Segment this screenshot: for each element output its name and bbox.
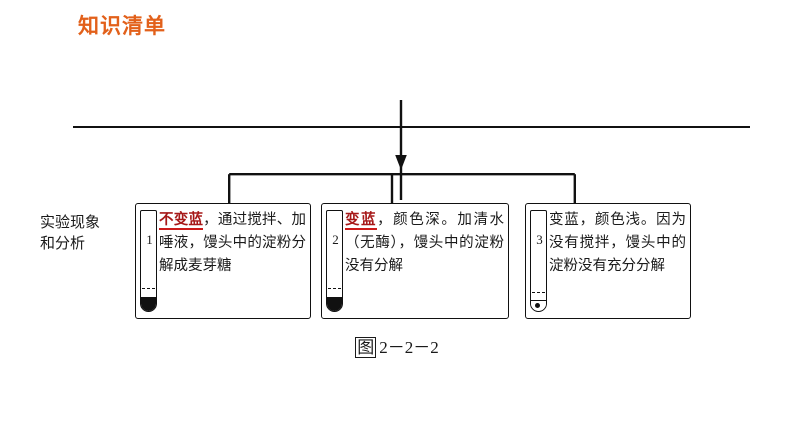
result-box-2-highlight: 变蓝 bbox=[345, 212, 378, 230]
result-box-3-rest: 变蓝，颜色浅。因为没有搅拌，馒头中的淀粉没有充分分解 bbox=[549, 212, 686, 274]
result-box-2-rest: ，颜色深。加清水（无酶），馒头中的淀粉没有分解 bbox=[345, 212, 505, 274]
result-box-1-text: 不变蓝，通过搅拌、加唾液，馒头中的淀粉分解成麦芽糖 bbox=[159, 209, 306, 278]
row-label-line-2: 和分析 bbox=[40, 236, 86, 252]
section-divider-rule bbox=[73, 126, 750, 128]
down-arrow-icon bbox=[392, 100, 410, 200]
branch-bracket-icon bbox=[228, 173, 576, 205]
tube-number-2: 2 bbox=[332, 232, 339, 247]
page-title: 知识清单 bbox=[78, 14, 166, 38]
test-tube-icon-3: 3 bbox=[530, 210, 547, 312]
result-box-2[interactable]: 2 变蓝，颜色深。加清水（无酶），馒头中的淀粉没有分解 bbox=[321, 203, 509, 319]
result-box-1-highlight: 不变蓝 bbox=[159, 212, 204, 230]
test-tube-icon-1: 1 bbox=[140, 210, 157, 312]
figure-caption-label: 图 bbox=[355, 337, 377, 358]
result-box-3-text: 变蓝，颜色浅。因为没有搅拌，馒头中的淀粉没有充分分解 bbox=[549, 209, 686, 278]
row-label: 实验现象 和分析 bbox=[40, 213, 135, 255]
tube-number-1: 1 bbox=[146, 232, 153, 247]
result-box-1-rest: ，通过搅拌、加唾液，馒头中的淀粉分解成麦芽糖 bbox=[159, 212, 307, 274]
result-box-3[interactable]: 3 变蓝，颜色浅。因为没有搅拌，馒头中的淀粉没有充分分解 bbox=[525, 203, 691, 319]
result-box-2-text: 变蓝，颜色深。加清水（无酶），馒头中的淀粉没有分解 bbox=[345, 209, 504, 278]
figure-caption-number: 2－2－2 bbox=[379, 338, 439, 357]
tube-number-3: 3 bbox=[536, 232, 543, 247]
row-label-line-1: 实验现象 bbox=[40, 215, 101, 231]
test-tube-icon-2: 2 bbox=[326, 210, 343, 312]
result-box-1[interactable]: 1 不变蓝，通过搅拌、加唾液，馒头中的淀粉分解成麦芽糖 bbox=[135, 203, 311, 319]
